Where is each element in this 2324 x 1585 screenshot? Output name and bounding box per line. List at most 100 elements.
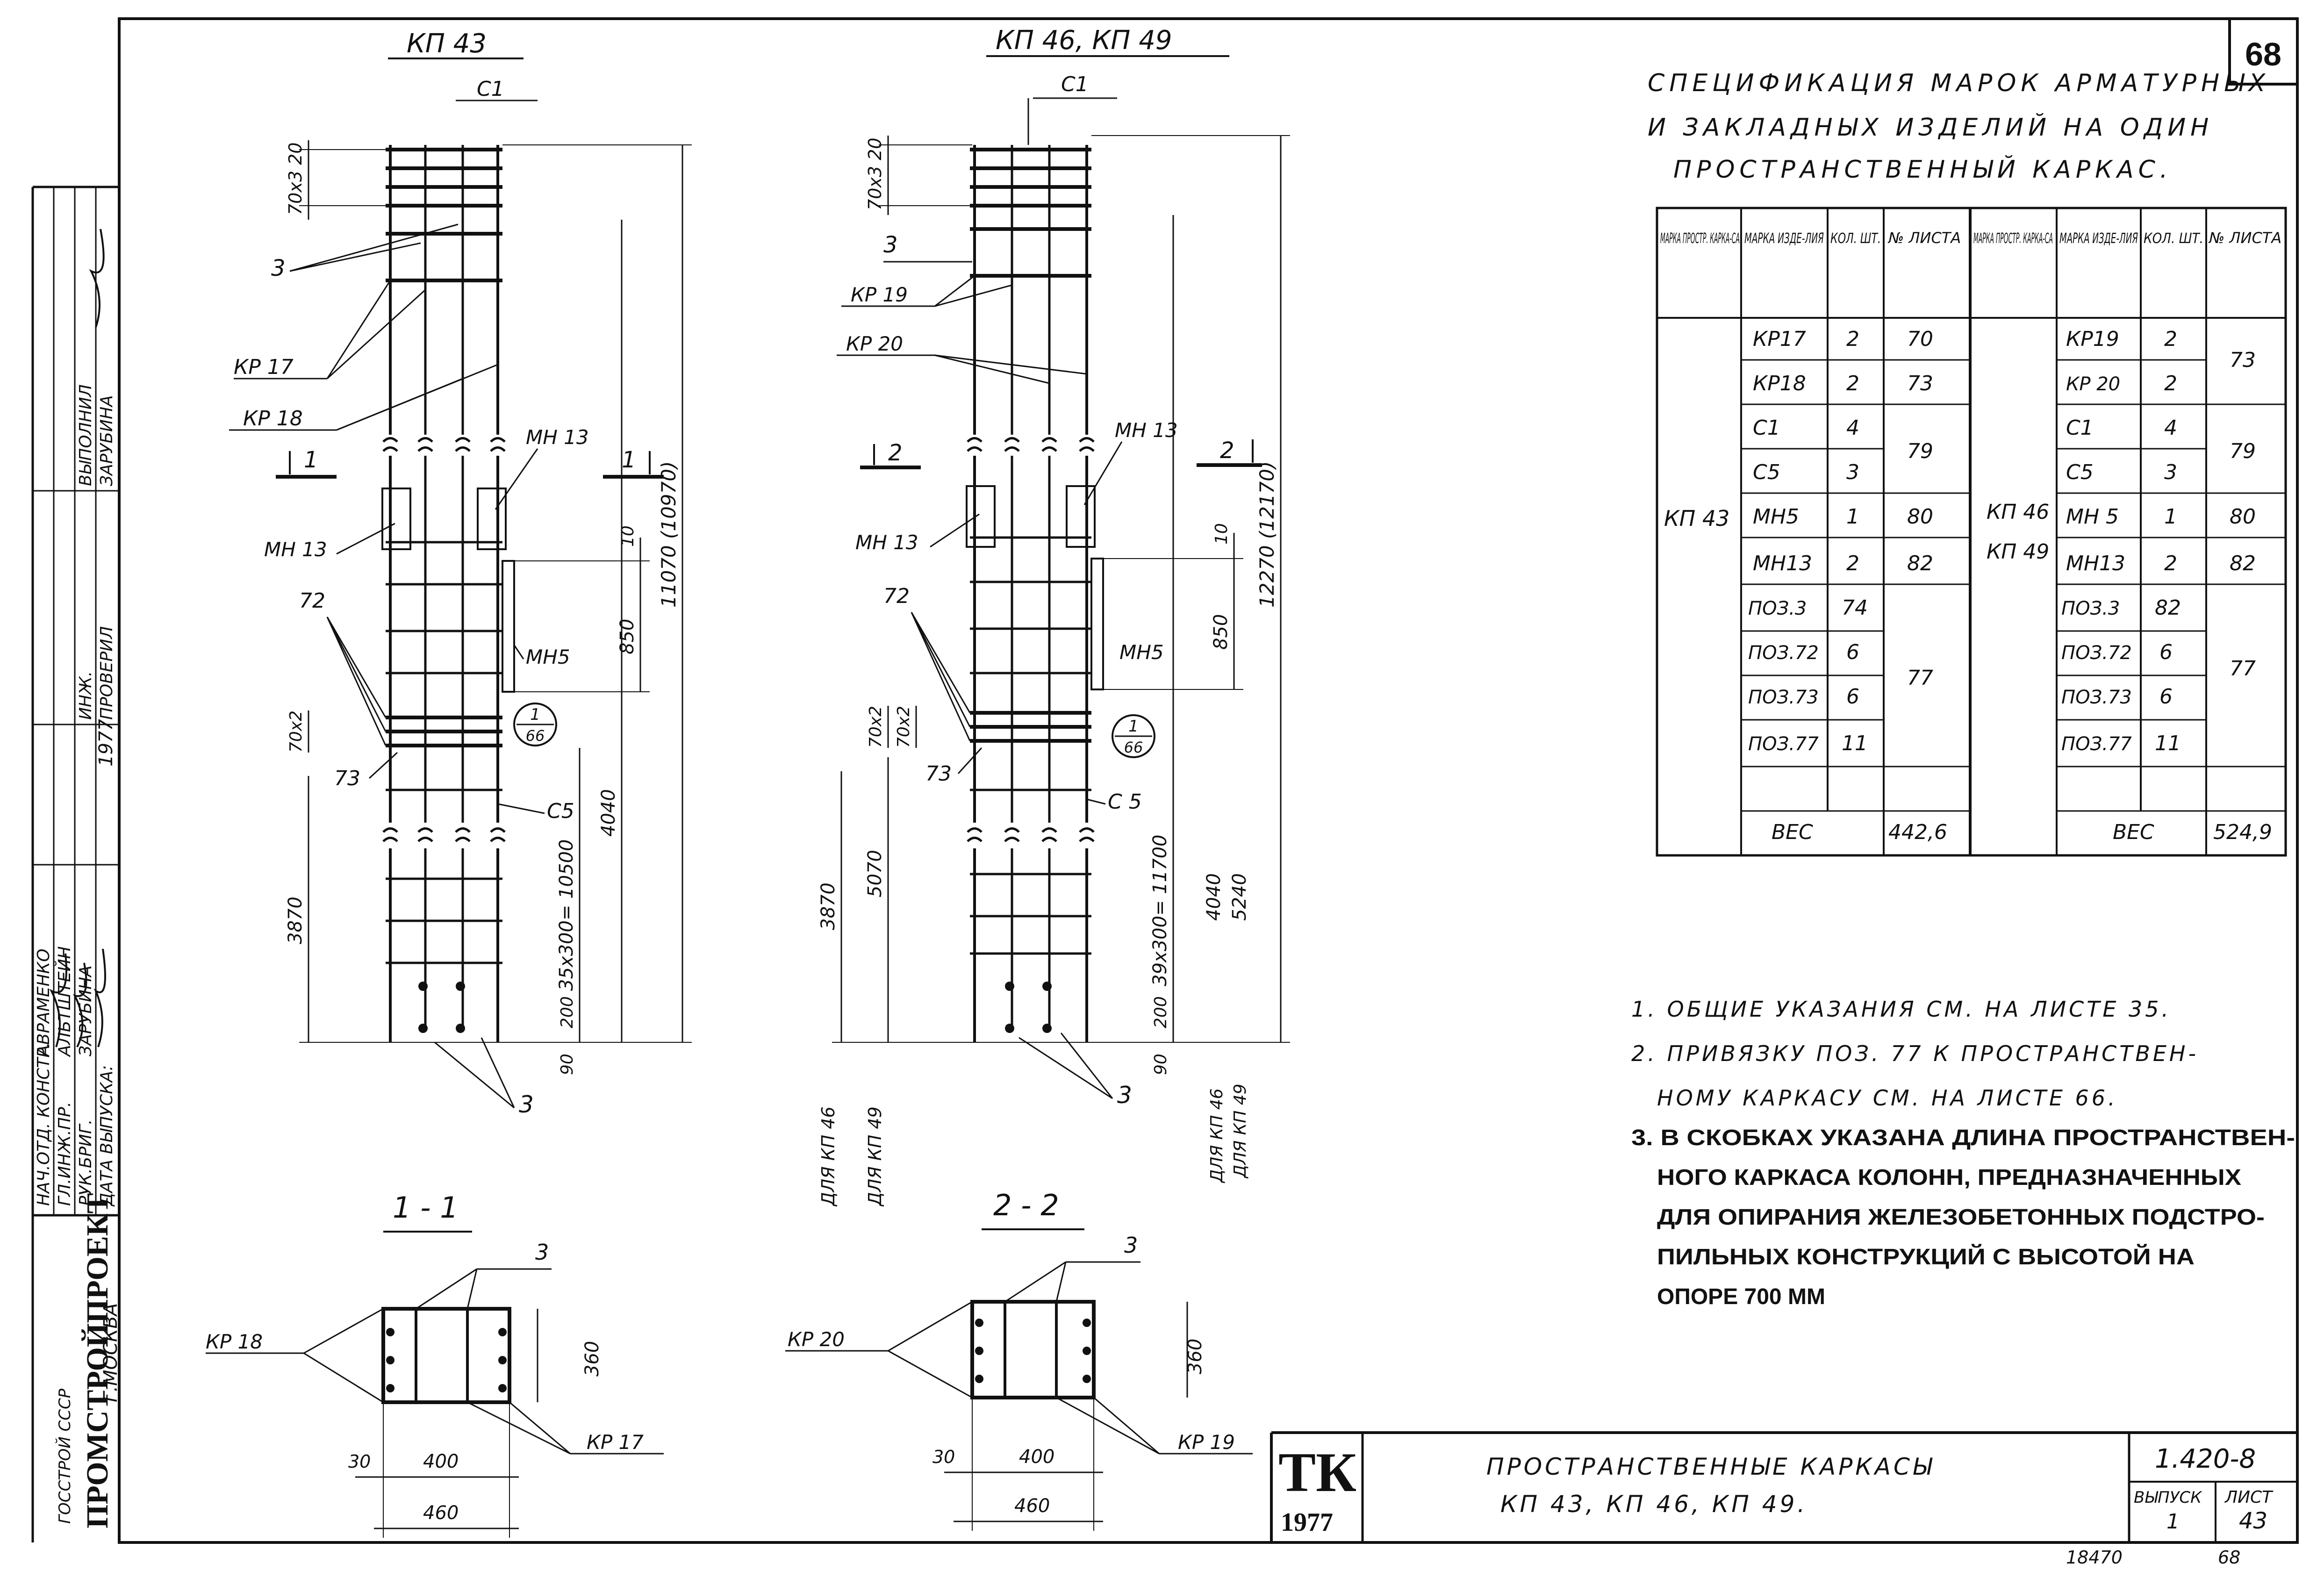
label-73: 73 [925,762,952,786]
bar-end [1005,1024,1014,1033]
cell: ПОЗ.77 [1748,733,1819,755]
spec-table: МАРКА ПРОСТР. КАРКА-СА МАРКА ИЗДЕ-ЛИЯ КО… [1656,207,2287,857]
label-kr19: КР 19 [1178,1431,1235,1454]
dim-text: 4040 [1203,873,1225,921]
note-kp46: ДЛЯ КП 46 [1207,1088,1227,1183]
cell: С5 [2066,460,2094,484]
leader [888,1301,973,1352]
cell: КР17 [1753,327,1806,351]
leader [289,223,459,272]
signature [73,962,87,1047]
embedded-plate-mn5 [1090,558,1104,690]
cell: 79 [1907,439,1933,463]
cell: 4 [2164,416,2177,440]
note-kp46: ДЛЯ КП 46 [818,1106,839,1207]
leader [1055,1262,1067,1302]
rod-dot [975,1347,983,1355]
label-72: 72 [883,584,910,608]
label-mn5: МН5 [1119,641,1164,664]
table-header: № ЛИСТА [2208,229,2281,247]
callout-top: 1 [1128,717,1139,736]
label-c5: С 5 [1108,790,1142,814]
leader [934,354,1087,375]
detail-callout [1112,714,1155,758]
leader [934,275,975,307]
label-c5: С5 [547,799,574,823]
label-kr20: КР 20 [788,1328,845,1351]
cell: 80 [2230,505,2256,529]
section-outline [970,1300,1096,1399]
left-title-strip: ПРОМСТРОЙПРОЕКТ Г.МОСКВА ГОССТРОЙ СССР Н… [31,186,122,1542]
org-city: Г.МОСКВА [100,1303,122,1402]
dim-text: 850 [617,619,638,654]
dim-text: 200 [1151,996,1170,1028]
table-header: МАРКА ПРОСТР. КАРКА-СА [1660,230,1740,247]
cell: 6 [1846,685,1859,709]
cell: 1 [1846,505,1859,529]
rod-dot [1083,1319,1091,1327]
cell: 2 [2164,552,2177,575]
cell: 1 [2164,505,2177,529]
cell: ПОЗ.3 [1748,598,1807,619]
rod-dot [1083,1375,1091,1383]
leader [434,1041,515,1109]
cell: 82 [2155,596,2181,620]
view-title: КП 43 [407,29,487,59]
cell: С1 [1753,416,1780,440]
section-title: 1 - 1 [393,1191,459,1225]
cell: 80 [1907,505,1933,529]
dim-text: 70х2 [287,710,306,753]
dim-text: 30 [932,1447,955,1467]
dim-text: 90 [1151,1054,1170,1075]
tk-mark: ТК [1278,1441,1356,1503]
note-kp49: ДЛЯ КП 49 [865,1106,885,1207]
label-kr20: КР 20 [846,332,903,355]
note-2b: НОМУ КАРКАСУ СМ. НА ЛИСТЕ 66. [1657,1085,2118,1111]
leader [336,523,395,555]
leader [303,1352,384,1403]
callout-bottom: 66 [1124,739,1143,756]
leader [467,1401,571,1455]
org-top: ГОССТРОЙ СССР [55,1388,74,1524]
frame-mark: КП 46 [1987,500,2049,524]
leader [326,617,387,732]
label-3: 3 [1124,1233,1138,1258]
bar-end [456,982,465,991]
sheet-frame [118,17,2299,1544]
dim-text: 5240 [1229,873,1250,921]
dim-text: 12270 (12170) [1255,461,1278,608]
table-header: МАРКА ПРОСТР. КАРКА-СА [1973,230,2053,247]
break-mark [382,446,506,452]
strip-text: РУК.БРИГ. [76,1119,95,1206]
cell: ПОЗ.77 [2061,733,2132,755]
section-2-2: 2 - 2 3 КР 20 КР 19 360 30 400 460 [785,1188,1253,1531]
spec-title: И ЗАКЛАДНЫХ ИЗДЕЛИЙ НА ОДИН [1648,113,2213,142]
leader [934,284,1012,307]
table-header: КОЛ. ШТ. [2144,230,2203,247]
label-mn13: МН 13 [264,538,327,561]
note-2a: 2. ПРИВЯЗКУ ПОЗ. 77 К ПРОСТРАНСТВЕН- [1631,1041,2199,1066]
cell: 74 [1842,596,1868,620]
leader [303,1308,384,1354]
leader [1019,1037,1113,1099]
dim-text: 460 [423,1502,459,1524]
cell: 2 [1846,327,1859,351]
dim-text: 70х2 [894,706,913,748]
strip-text: ГЛ.ИНЖ.ПР. [55,1102,74,1206]
tb-issue-label: ВЫПУСК [2134,1488,2202,1507]
dim-text: 360 [581,1341,603,1377]
weight-label: ВЕС [2113,820,2154,844]
bar-end [418,982,428,991]
cell: КР 20 [2066,373,2120,395]
dim-text: 4040 [598,789,619,837]
leader [416,1268,477,1310]
cell: 11 [1842,732,1868,755]
specification: СПЕЦИФИКАЦИЯ МАРОК АРМАТУРНЫХ И ЗАКЛАДНЫ… [1648,69,2287,857]
cell: 77 [1907,666,1933,690]
dim-text: 850 [1210,614,1232,650]
sheet-number-box [2228,17,2299,86]
note-3a: 3. В СКОБКАХ УКАЗАНА ДЛИНА ПРОСТРАНСТВЕН… [1631,1126,2295,1150]
notes: 1. ОБЩИЕ УКАЗАНИЯ СМ. НА ЛИСТЕ 35. 2. ПР… [1631,997,2295,1309]
sheet-number: 68 [2245,36,2281,72]
rod-dot [975,1319,983,1327]
